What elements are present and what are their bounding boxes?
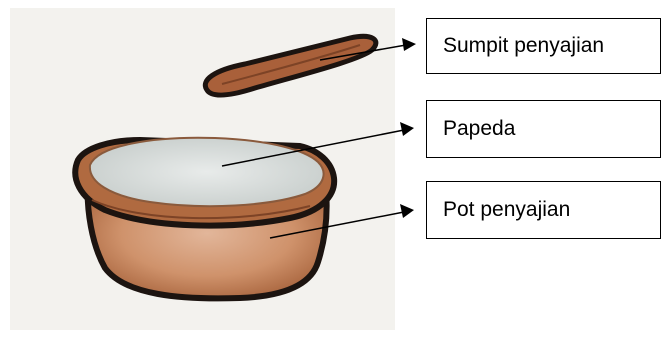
papeda-icon [90,138,324,206]
label-papeda: Papeda [426,100,661,158]
pot-icon [75,138,334,299]
label-papeda-text: Papeda [443,117,515,141]
label-sumpit-text: Sumpit penyajian [443,34,604,58]
label-sumpit-penyajian: Sumpit penyajian [426,18,661,74]
label-pot-penyajian: Pot penyajian [426,181,661,239]
label-pot-text: Pot penyajian [443,198,570,222]
